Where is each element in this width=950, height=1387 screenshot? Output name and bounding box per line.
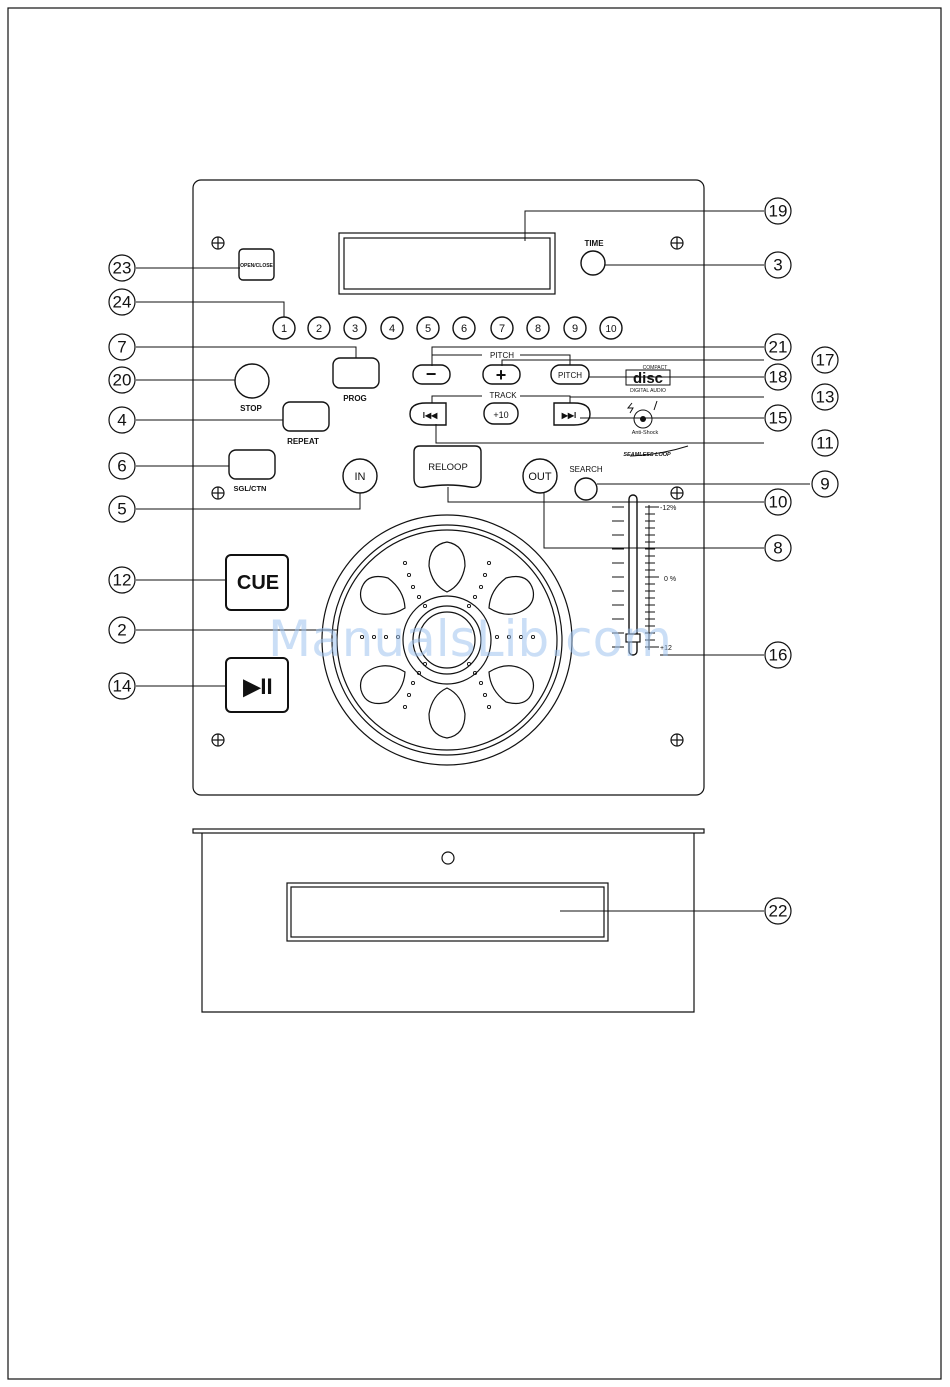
open-close-label: OPEN/CLOSE bbox=[240, 263, 273, 269]
pitch-minus-label: − bbox=[426, 364, 437, 384]
callout-17-label: 17 bbox=[816, 351, 835, 370]
callout-2-label: 2 bbox=[117, 621, 126, 640]
track-group-label: TRACK bbox=[489, 391, 517, 400]
pitch-scale-mid-label: 0 % bbox=[664, 576, 676, 583]
disc-tray bbox=[193, 829, 704, 1012]
callout-20-label: 20 bbox=[113, 371, 132, 390]
repeat-button[interactable] bbox=[283, 402, 329, 431]
search-label: SEARCH bbox=[569, 465, 603, 474]
prog-label: PROG bbox=[343, 394, 367, 403]
callouts: 19 3 23 24 21 7 17 18 20 13 4 15 11 6 9 … bbox=[109, 198, 838, 924]
callout-12-label: 12 bbox=[113, 571, 132, 590]
time-button[interactable] bbox=[581, 251, 605, 275]
cd-logo-digital: DIGITAL AUDIO bbox=[630, 388, 666, 394]
pitch-group-label: PITCH bbox=[490, 351, 514, 360]
sgl-ctn-button[interactable] bbox=[229, 450, 275, 479]
search-button[interactable] bbox=[575, 478, 597, 500]
track-button-10-label: 10 bbox=[605, 324, 617, 335]
stop-button[interactable] bbox=[235, 364, 269, 398]
next-track-icon: ▶▶I bbox=[561, 411, 577, 420]
callout-22-label: 22 bbox=[769, 902, 788, 921]
track-button-8-label: 8 bbox=[535, 323, 541, 335]
track-button-2-label: 2 bbox=[316, 323, 322, 335]
sgl-ctn-label: SGL/CTN bbox=[234, 484, 267, 493]
callout-23-label: 23 bbox=[113, 259, 132, 278]
pitch-group: PITCH bbox=[432, 349, 570, 366]
loop-out-label: OUT bbox=[528, 471, 552, 483]
previous-track-icon: I◀◀ bbox=[423, 411, 438, 420]
callout-16-label: 16 bbox=[769, 646, 788, 665]
repeat-label: REPEAT bbox=[287, 437, 319, 446]
track-button-5-label: 5 bbox=[425, 323, 431, 335]
callout-14-label: 14 bbox=[113, 677, 132, 696]
callout-8-label: 8 bbox=[773, 539, 782, 558]
callout-3-label: 3 bbox=[773, 256, 782, 275]
callout-5-label: 5 bbox=[117, 500, 126, 519]
track-button-4-label: 4 bbox=[389, 323, 395, 335]
track-button-3-label: 3 bbox=[352, 323, 358, 335]
track-button-6-label: 6 bbox=[461, 323, 467, 335]
callout-9-label: 9 bbox=[820, 475, 829, 494]
cue-label: CUE bbox=[237, 572, 279, 594]
track-button-9-label: 9 bbox=[572, 323, 578, 335]
pitch-scale-top-label: -12% bbox=[660, 505, 676, 512]
pitch-button-label: PITCH bbox=[558, 371, 582, 380]
callout-4-label: 4 bbox=[117, 411, 126, 430]
track-button-1-label: 1 bbox=[281, 323, 287, 335]
callout-7-label: 7 bbox=[117, 338, 126, 357]
track-button-7-label: 7 bbox=[499, 323, 505, 335]
reloop-label: RELOOP bbox=[428, 462, 468, 473]
prog-button[interactable] bbox=[333, 358, 379, 388]
seamless-loop-label: SEAMLESS LOOP bbox=[623, 452, 671, 458]
compact-disc-logo-icon: disc COMPACT DIGITAL AUDIO bbox=[626, 365, 670, 394]
plus-10-label: +10 bbox=[493, 410, 508, 420]
callout-15-label: 15 bbox=[769, 409, 788, 428]
callout-18-label: 18 bbox=[769, 368, 788, 387]
watermark: ManualsLib.com bbox=[268, 610, 672, 668]
cd-logo-compact: COMPACT bbox=[643, 365, 668, 371]
time-label: TIME bbox=[584, 239, 604, 248]
callout-11-label: 11 bbox=[816, 434, 834, 453]
callout-6-label: 6 bbox=[117, 457, 126, 476]
seamless-loop-logo-icon: SEAMLESS LOOP bbox=[623, 446, 688, 458]
play-pause-icon: ▶II bbox=[242, 674, 272, 699]
cd-logo-disc: disc bbox=[633, 370, 663, 387]
callout-21-label: 21 bbox=[769, 338, 788, 357]
track-number-buttons: 1 2 3 4 5 6 7 8 9 10 bbox=[273, 317, 622, 339]
loop-in-label: IN bbox=[355, 471, 366, 483]
callout-10-label: 10 bbox=[769, 493, 788, 512]
lcd-display bbox=[339, 233, 555, 294]
page-border bbox=[8, 8, 941, 1379]
callout-19-label: 19 bbox=[769, 202, 788, 221]
pitch-plus-label: + bbox=[496, 365, 507, 385]
callout-24-label: 24 bbox=[113, 293, 132, 312]
stop-label: STOP bbox=[240, 404, 262, 413]
callout-13-label: 13 bbox=[816, 388, 835, 407]
anti-shock-label: Anti-Shock bbox=[632, 430, 659, 436]
